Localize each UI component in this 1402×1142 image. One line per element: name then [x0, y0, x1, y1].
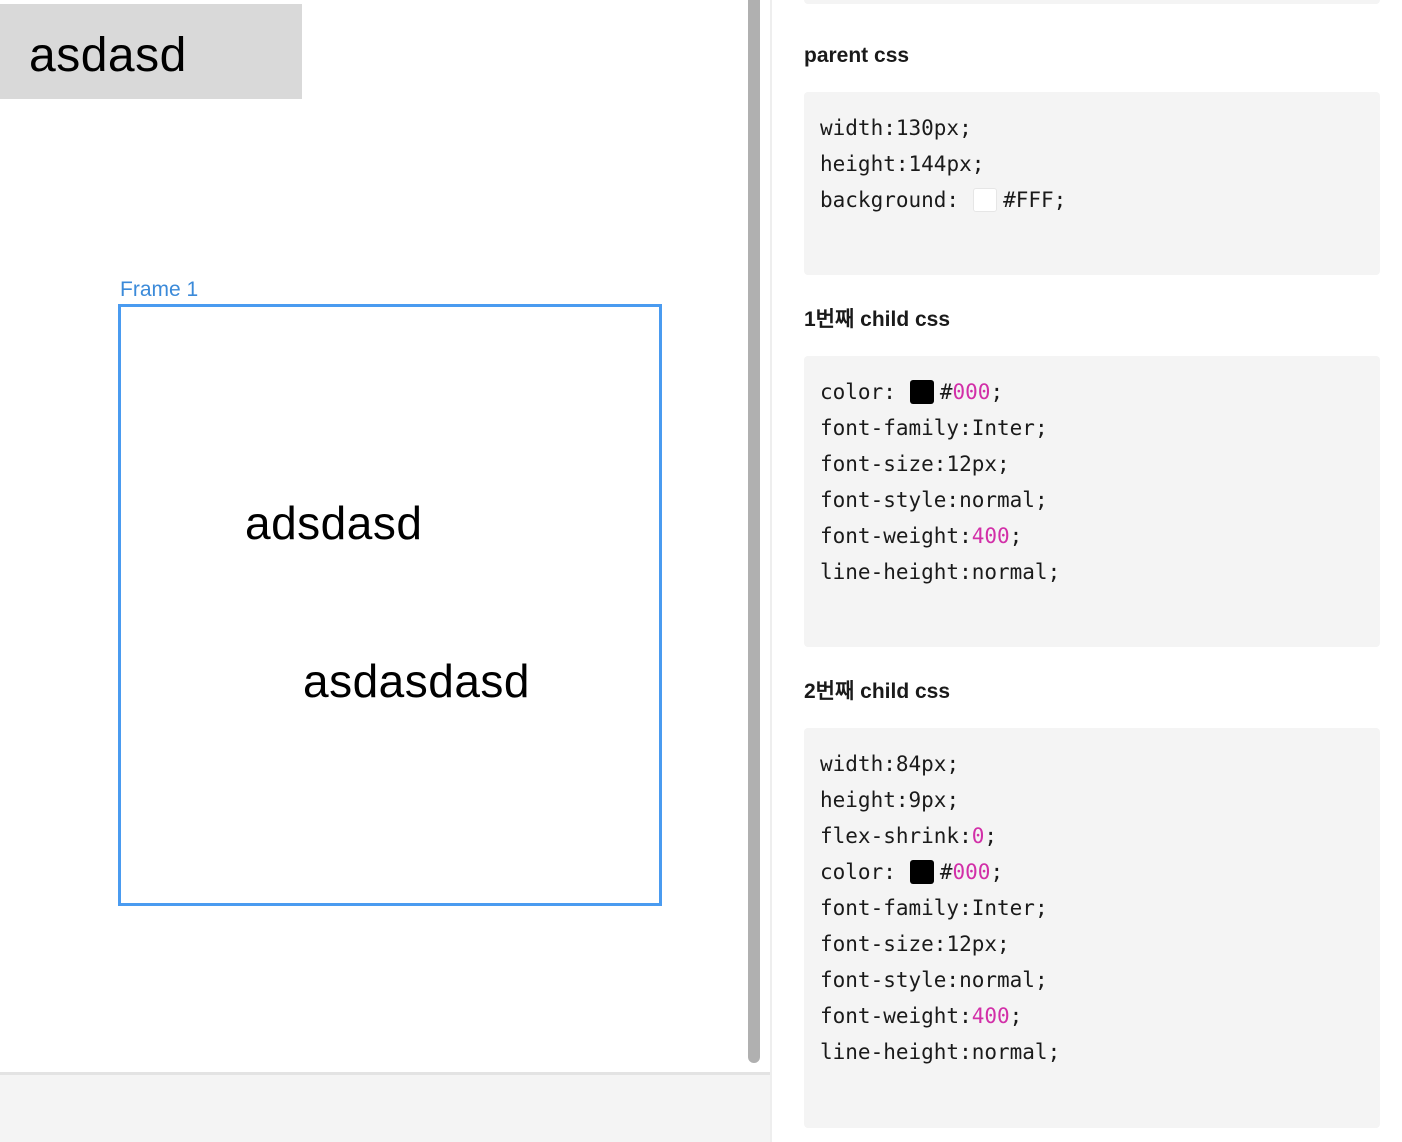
code-line-font-style: font-style: normal; [820, 482, 1380, 518]
hash: # [939, 860, 953, 884]
code-line-flex-shrink: flex-shrink: 0; [820, 818, 1380, 854]
semicolon: ; [1034, 896, 1048, 920]
prop-name: font-size: [820, 932, 947, 956]
color-swatch [973, 188, 998, 212]
prop-value: 9px [908, 788, 947, 812]
prop-value: 400 [971, 524, 1010, 548]
child2-css-title: 2번째 child css [804, 680, 951, 703]
frame-child-text-1[interactable]: adsdasd [245, 497, 423, 549]
code-line-font-size: font-size: 12px; [820, 926, 1380, 962]
frame-label[interactable]: Frame 1 [120, 278, 199, 301]
code-line-color: color: #000; [820, 374, 1380, 410]
code-line-font-family: font-family: Inter; [820, 890, 1380, 926]
semicolon: ; [971, 152, 985, 176]
code-line-font-size: font-size: 12px; [820, 446, 1380, 482]
inspect-panel: parent css width: 130px; height: 144px; … [772, 0, 1402, 1142]
prop-value: Inter [971, 896, 1035, 920]
prop-name: width: [820, 116, 896, 140]
semicolon: ; [1009, 524, 1023, 548]
child1-css-code[interactable]: color: #000; font-family: Inter; font-siz… [804, 356, 1380, 647]
code-line-font-family: font-family: Inter; [820, 410, 1380, 446]
panel-divider[interactable] [770, 0, 772, 1142]
prop-value: 000 [952, 860, 991, 884]
semicolon: ; [959, 116, 972, 140]
prop-value: 144px [908, 152, 972, 176]
gray-text-layer[interactable]: asdasd [0, 4, 302, 99]
prop-name: background: [820, 188, 960, 212]
code-line-font-weight: font-weight: 400; [820, 518, 1380, 554]
frame-1[interactable]: adsdasd asdasdasd [118, 304, 662, 906]
prop-name: color: [820, 860, 896, 884]
prop-value: Inter [971, 416, 1035, 440]
semicolon: ; [990, 860, 1004, 884]
prop-value: normal [959, 488, 1035, 512]
canvas-scrollbar[interactable] [748, 0, 760, 1063]
code-line-background: background: #FFF; [820, 182, 1380, 218]
semicolon: ; [946, 788, 960, 812]
prop-name: height: [820, 788, 909, 812]
semicolon: ; [997, 452, 1010, 476]
prop-value: 12px [946, 452, 998, 476]
prop-value: #FFF [1003, 188, 1054, 212]
prop-name: font-style: [820, 488, 960, 512]
previous-code-box [804, 0, 1380, 4]
prop-name: color: [820, 380, 896, 404]
semicolon: ; [1047, 1040, 1061, 1064]
prop-value: normal [959, 968, 1035, 992]
semicolon: ; [990, 380, 1004, 404]
prop-name: font-weight: [820, 1004, 972, 1028]
prop-name: line-height: [820, 560, 972, 584]
semicolon: ; [997, 932, 1010, 956]
gray-layer-text: asdasd [29, 29, 187, 82]
prop-name: width: [820, 752, 896, 776]
prop-name: flex-shrink: [820, 824, 972, 848]
prop-name: font-family: [820, 896, 972, 920]
semicolon: ; [1009, 1004, 1023, 1028]
color-swatch [909, 380, 934, 404]
prop-value: 0 [971, 824, 985, 848]
code-line-height: height: 144px; [820, 146, 1380, 182]
prop-value: 12px [946, 932, 998, 956]
color-swatch [909, 860, 934, 884]
prop-value: 400 [971, 1004, 1010, 1028]
prop-value: 130px [895, 116, 960, 140]
child1-css-title: 1번째 child css [804, 308, 951, 331]
code-line-font-weight: font-weight: 400; [820, 998, 1380, 1034]
semicolon: ; [984, 824, 998, 848]
code-line-line-height: line-height: normal; [820, 1034, 1380, 1070]
prop-name: height: [820, 152, 909, 176]
design-canvas[interactable]: asdasd Frame 1 adsdasd asdasdasd [0, 0, 770, 1142]
prop-value: 84px [895, 752, 947, 776]
prop-name: font-style: [820, 968, 960, 992]
semicolon: ; [946, 752, 960, 776]
code-line-width: width: 130px; [820, 110, 1380, 146]
prop-value: 000 [952, 380, 991, 404]
semicolon: ; [1034, 488, 1048, 512]
prop-value: normal [971, 560, 1048, 584]
code-line-width: width: 84px; [820, 746, 1380, 782]
code-line-height: height: 9px; [820, 782, 1380, 818]
frame-child-text-2[interactable]: asdasdasd [303, 655, 530, 707]
semicolon: ; [1034, 968, 1048, 992]
prop-value: normal [971, 1040, 1048, 1064]
semicolon: ; [1047, 560, 1061, 584]
prop-name: font-size: [820, 452, 947, 476]
parent-css-code[interactable]: width: 130px; height: 144px; background:… [804, 92, 1380, 275]
semicolon: ; [1053, 188, 1067, 212]
child2-css-code[interactable]: width: 84px; height: 9px; flex-shrink: 0… [804, 728, 1380, 1128]
prop-name: line-height: [820, 1040, 972, 1064]
code-line-line-height: line-height: normal; [820, 554, 1380, 590]
parent-css-title: parent css [804, 44, 910, 67]
hash: # [939, 380, 953, 404]
code-line-color: color: #000; [820, 854, 1380, 890]
prop-name: font-weight: [820, 524, 972, 548]
code-line-font-style: font-style: normal; [820, 962, 1380, 998]
prop-name: font-family: [820, 416, 972, 440]
semicolon: ; [1034, 416, 1048, 440]
canvas-footer [0, 1072, 770, 1142]
